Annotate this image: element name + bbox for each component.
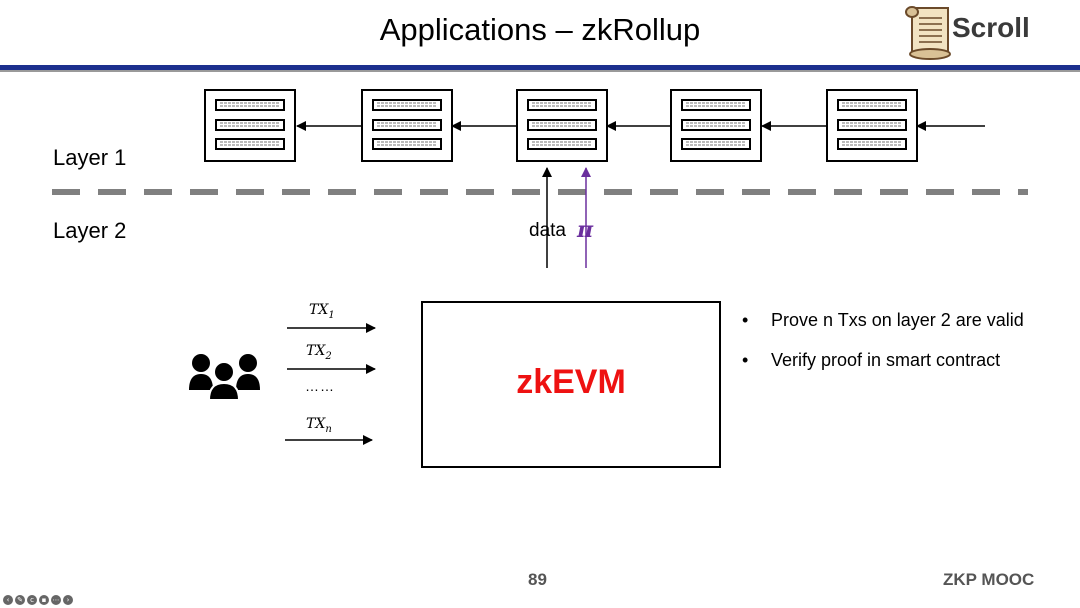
bullet-list: Prove n Txs on layer 2 are valid Verify … <box>742 310 1024 390</box>
course-name: ZKP MOOC <box>943 570 1035 589</box>
zkevm-label: zkEVM <box>516 363 626 401</box>
scroll-logo-icon <box>905 6 951 60</box>
logo-wordmark: Scroll <box>952 12 1030 43</box>
tx-record <box>372 99 442 111</box>
tx-record <box>215 99 285 111</box>
users-group-icon <box>189 354 260 401</box>
bullet-item: Verify proof in smart contract <box>742 350 1024 390</box>
bullet-item: Prove n Txs on layer 2 are valid <box>742 310 1024 350</box>
slide-title: Applications – zkRollup <box>379 12 701 47</box>
header-rule-shadow <box>0 70 1080 72</box>
zkevm-box: zkEVM <box>421 301 721 468</box>
block-1 <box>204 89 296 162</box>
tx-record <box>681 138 751 150</box>
tx-label-2: TX2 <box>306 343 332 362</box>
page-number: 89 <box>528 570 547 589</box>
block-4 <box>670 89 762 162</box>
tx-label-n: TXn <box>306 416 332 435</box>
layer1-label: Layer 1 <box>53 145 127 170</box>
tx-record <box>837 119 907 131</box>
tx-record <box>215 138 285 150</box>
proof-label: π <box>577 217 594 243</box>
block-5 <box>826 89 918 162</box>
block-2 <box>361 89 453 162</box>
layer2-label: Layer 2 <box>53 218 127 243</box>
more-icon[interactable]: ⋯ <box>51 595 61 605</box>
tx-record <box>527 119 597 131</box>
prev-slide-icon[interactable]: ‹ <box>3 595 13 605</box>
pen-icon[interactable]: ✎ <box>15 595 25 605</box>
tx-record <box>837 99 907 111</box>
tx-record <box>527 138 597 150</box>
header-rule <box>0 65 1080 70</box>
tx-record <box>681 99 751 111</box>
tx-record <box>527 99 597 111</box>
slide-controls: ‹ ✎ c ▪ ⋯ › <box>3 595 73 605</box>
data-label: data <box>529 220 566 241</box>
tx-record <box>372 138 442 150</box>
layer1-blockchain <box>204 89 918 162</box>
tx-record <box>681 119 751 131</box>
tx-ellipsis: …… <box>305 378 335 394</box>
tx-record <box>215 119 285 131</box>
next-slide-icon[interactable]: › <box>63 595 73 605</box>
tx-label-1: TX1 <box>309 302 335 321</box>
captions-icon[interactable]: c <box>27 595 37 605</box>
camera-icon[interactable]: ▪ <box>39 595 49 605</box>
tx-record <box>372 119 442 131</box>
tx-record <box>837 138 907 150</box>
block-3 <box>516 89 608 162</box>
